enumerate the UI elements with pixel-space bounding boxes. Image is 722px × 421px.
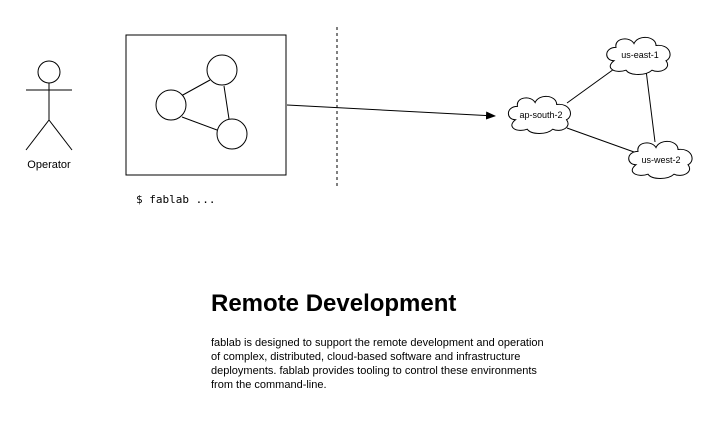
region-links <box>566 63 656 153</box>
graph-node-icon <box>216 118 248 150</box>
description-text: fablab is designed to support the remote… <box>211 337 544 391</box>
operator-actor-icon <box>25 60 73 151</box>
command-text: $ fablab ... <box>136 193 216 206</box>
operator-head <box>37 60 61 84</box>
operator-label: Operator <box>27 159 71 171</box>
graph-node-icon <box>206 54 238 86</box>
local-graph <box>155 54 248 150</box>
page-title: Remote Development <box>211 290 457 317</box>
local-environment-box <box>125 34 287 176</box>
region-label-ap-south-2: ap-south-2 <box>519 110 562 120</box>
deploy-arrow <box>286 104 496 120</box>
graph-node-icon <box>155 89 187 121</box>
region-label-us-east-1: us-east-1 <box>621 50 659 60</box>
region-label-us-west-2: us-west-2 <box>641 155 680 165</box>
